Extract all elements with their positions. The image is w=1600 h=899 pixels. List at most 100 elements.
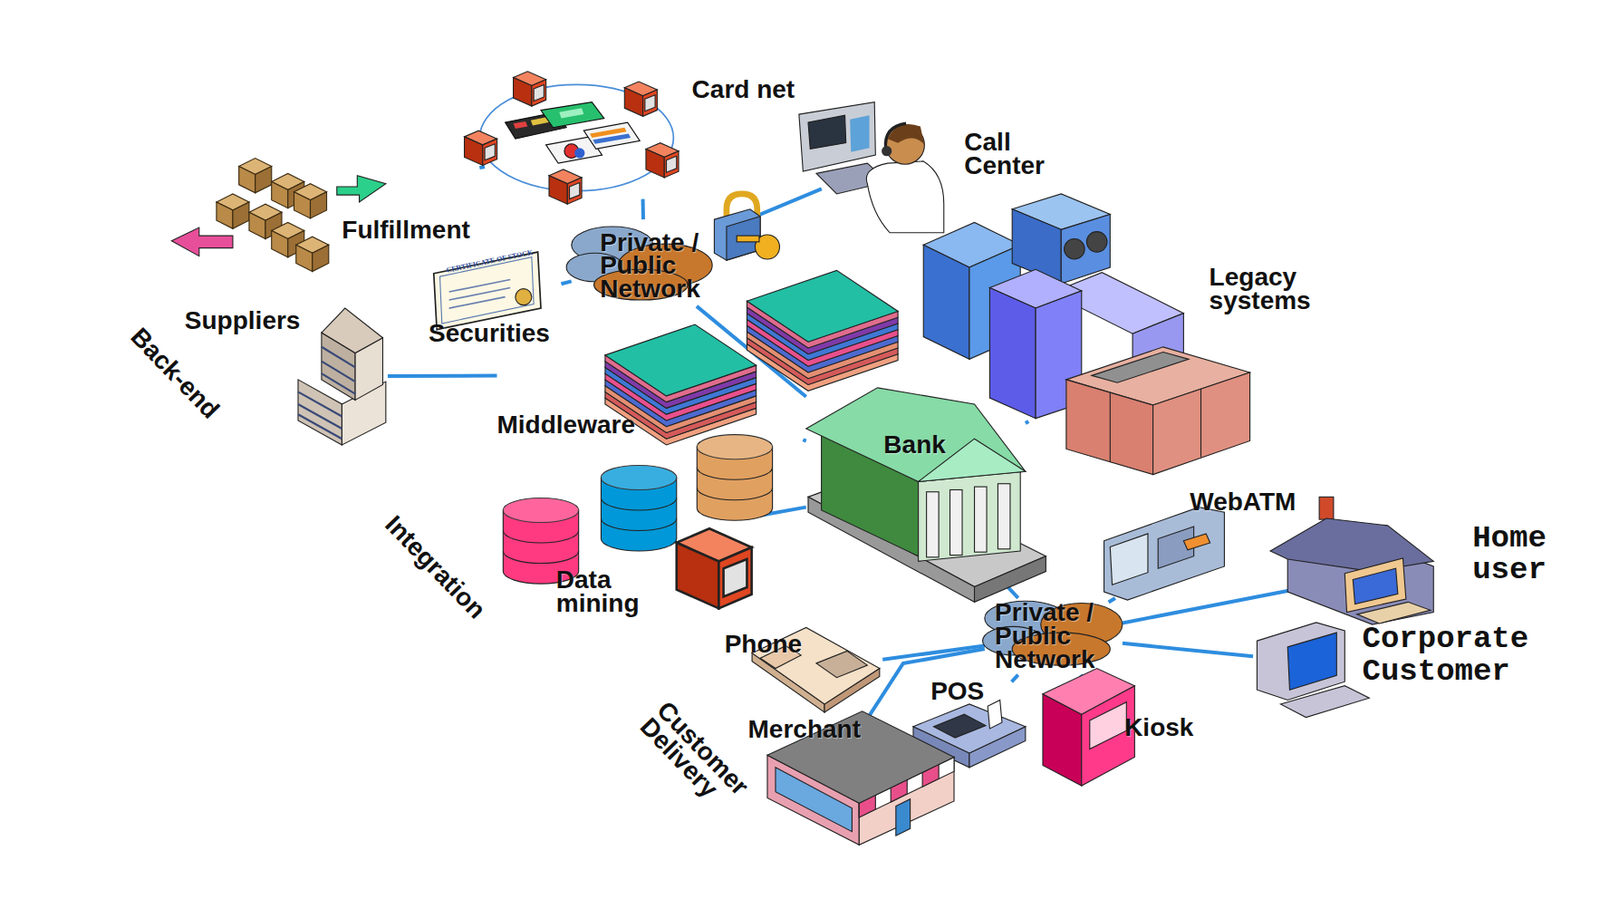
bank-icon	[806, 387, 1047, 602]
call-center-icon	[866, 161, 944, 233]
system-node: Fulfillment	[168, 153, 481, 251]
layer-band: Customer Delivery WebATM Home userPrivate …	[535, 412, 1600, 883]
fulfillment-icon	[239, 158, 272, 193]
card-network-icon	[464, 130, 498, 165]
system-node: Kiosk	[1040, 675, 1205, 791]
label-holder: CERTIFICATE OF STOCK	[445, 249, 534, 275]
card-network-icon	[574, 147, 585, 158]
fulfillment-icon	[296, 236, 329, 271]
corporate-computer-icon	[1256, 622, 1345, 701]
layer-band: IntegrationLegacy systemsMiddlewareBankD…	[267, 209, 1346, 681]
band-stripes	[0, 8, 1075, 477]
network-link	[1122, 643, 1254, 656]
band-fill	[535, 412, 1600, 883]
legacy-systems-icon	[1109, 388, 1201, 463]
network-link	[1108, 597, 1116, 603]
suppliers-icon	[321, 308, 384, 354]
corporate-computer-icon	[1256, 622, 1369, 718]
home-icon	[1352, 568, 1398, 604]
card-network-icon	[583, 122, 640, 149]
network-link	[1007, 587, 1018, 598]
node-label: Call Center	[963, 130, 1064, 178]
system-node: Private / Public Network	[571, 219, 718, 307]
system-node: Home user	[1306, 494, 1598, 623]
bank-icon	[997, 483, 1011, 550]
node-label: Private / Public Network	[994, 600, 1109, 671]
pos-icon	[934, 713, 986, 738]
data-mining-icon	[696, 434, 772, 521]
node-label: Suppliers	[184, 308, 301, 333]
bank-icon	[974, 486, 988, 552]
pos-icon	[987, 699, 1003, 729]
node-label: Data mining	[556, 568, 656, 616]
kiosk-icon	[1042, 668, 1135, 786]
system-node: Bank	[806, 387, 1026, 588]
certificate-title: CERTIFICATE OF STOCK	[445, 249, 534, 275]
card-network-icon	[513, 121, 529, 129]
card-network-icon	[592, 134, 631, 145]
band-shape	[267, 209, 1346, 681]
network-link	[641, 199, 646, 221]
data-mining-icon	[600, 464, 676, 551]
system-node: POS	[915, 681, 1031, 765]
network-link	[802, 439, 806, 441]
fulfillment-icon	[337, 175, 386, 203]
lock-icon	[726, 216, 761, 261]
band-label: Integration	[381, 511, 490, 623]
card-network-icon	[559, 107, 584, 118]
node-label: Phone	[724, 632, 803, 656]
band-label: Back-end	[126, 324, 223, 424]
kiosk-icon	[1089, 702, 1128, 750]
system-node: Merchant	[740, 716, 914, 848]
fulfillment-icon	[294, 183, 328, 219]
network-link	[560, 280, 571, 284]
node-label: Card net	[692, 77, 796, 102]
lock-icon	[736, 235, 760, 242]
node-label: WebATM	[1189, 490, 1296, 514]
system-node: Legacy systems	[1028, 188, 1335, 474]
system-node: Suppliers	[181, 306, 388, 447]
stock-certificate-icon	[515, 289, 532, 306]
fulfillment-icon	[216, 193, 250, 229]
bank-icon	[950, 489, 964, 555]
suppliers-icon	[321, 346, 356, 395]
corporate-computer-icon	[1280, 685, 1369, 718]
call-center-icon	[881, 145, 892, 156]
web-atm-icon	[1104, 507, 1225, 600]
bank-icon	[926, 491, 940, 558]
home-icon	[1270, 518, 1434, 572]
legacy-systems-icon	[989, 288, 1036, 419]
call-center-icon	[799, 102, 945, 233]
system-node: WebATM	[1097, 487, 1305, 602]
corporate-computer-icon	[1287, 632, 1337, 690]
node-label: Kiosk	[1124, 715, 1194, 740]
card-network-icon	[624, 81, 657, 116]
merchant-shop-icon	[896, 799, 911, 837]
suppliers-icon	[298, 308, 386, 445]
legacy-systems-icon	[1086, 231, 1108, 253]
band-label: Customer Delivery	[636, 697, 764, 829]
network-link	[1012, 674, 1019, 683]
legacy-systems-icon	[1064, 238, 1086, 260]
layer-band: Back-end Card netCall CenterFulfillment Pr…	[0, 8, 1075, 477]
node-label: Middleware	[496, 413, 635, 437]
system-node: Card net	[484, 66, 799, 199]
node-label: Securities	[428, 321, 550, 346]
phone-icon	[816, 650, 868, 677]
card-network-icon	[645, 143, 679, 178]
card-network-icon	[464, 71, 679, 204]
home-icon	[1270, 496, 1434, 625]
band-shape	[0, 8, 1075, 477]
call-center-icon	[849, 115, 869, 153]
call-center-icon	[808, 115, 847, 149]
suppliers-icon	[298, 391, 342, 439]
bank-icon	[974, 556, 1047, 603]
data-mining-icon	[676, 528, 752, 608]
band-fill	[0, 8, 1075, 477]
node-label: Fulfillment	[341, 218, 471, 242]
system-node: Private / Public Network	[984, 597, 1123, 675]
bank-icon	[918, 471, 1022, 561]
data-mining-icon	[502, 434, 772, 609]
